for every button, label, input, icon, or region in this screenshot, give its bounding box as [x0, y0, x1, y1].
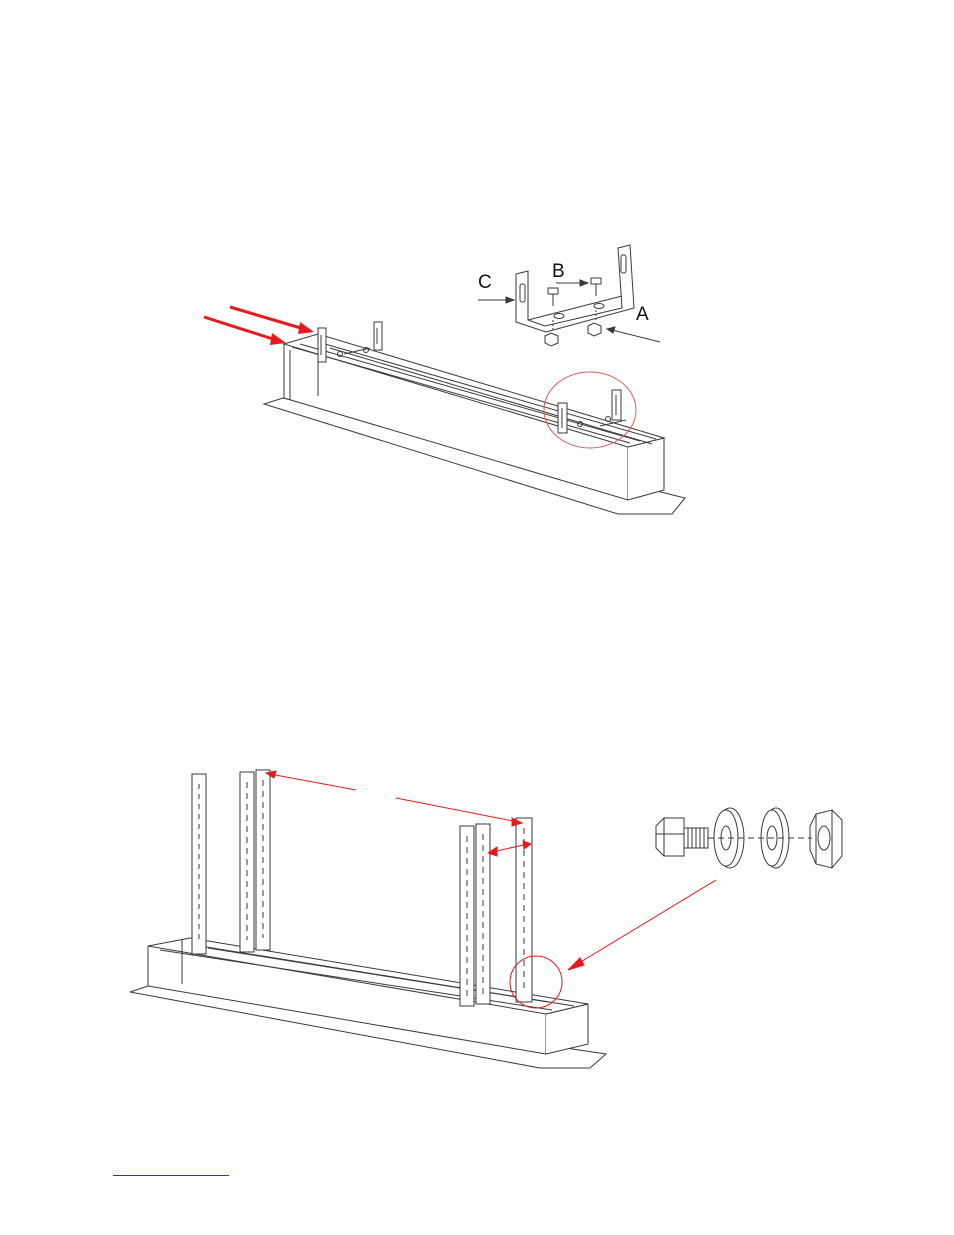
callout-label-c: C: [478, 272, 492, 293]
hardware-stack: [656, 808, 842, 868]
hex-nut: [810, 810, 842, 868]
hex-bolt: [656, 818, 708, 856]
footer-link-underline: [113, 1175, 229, 1176]
upright-rear-left: [240, 770, 270, 952]
frame-end-face: [628, 438, 664, 500]
callout-label-a: A: [636, 304, 649, 325]
bolt-right: [591, 278, 601, 284]
flat-washer-2: [761, 808, 789, 868]
red-spacing-arrows: [266, 771, 716, 970]
bolt-left: [548, 288, 558, 294]
nut-right: [588, 323, 601, 336]
upright-front-left: [192, 774, 206, 954]
red-pointer-arrows: [204, 307, 314, 345]
upright-installation-figure: [0, 760, 954, 1090]
callout-label-b: B: [552, 261, 565, 282]
upright-front-right: [460, 824, 490, 1006]
left-bracket-upright: [318, 328, 326, 362]
bracket-assembly-figure: C B A: [0, 230, 954, 530]
footer-link[interactable]: [113, 1160, 229, 1176]
left-bracket-upright-rear: [374, 322, 382, 350]
nut-left: [545, 333, 558, 346]
